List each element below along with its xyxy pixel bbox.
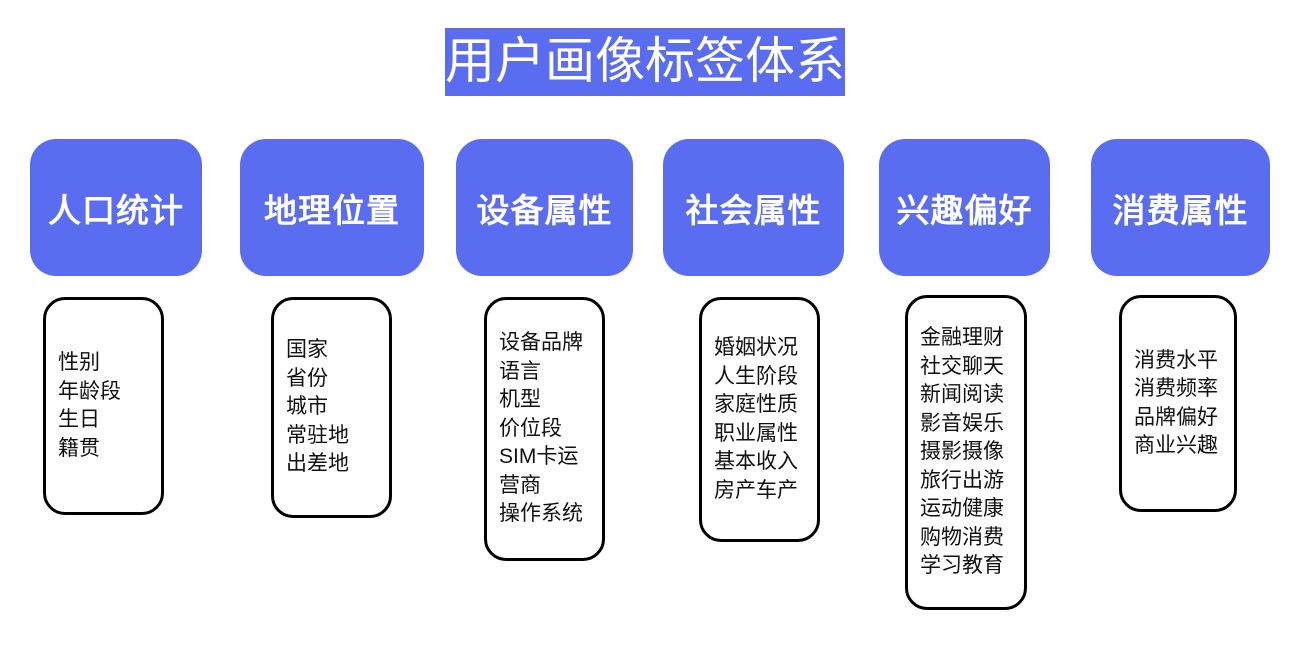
list-item: 价位段 <box>499 416 562 440</box>
list-item: 购物消费 <box>920 525 1004 549</box>
list-item: 省份 <box>286 366 328 390</box>
list-item: 操作系统 <box>499 502 583 526</box>
list-item: 摄影摄像 <box>920 440 1004 464</box>
list-item: 人生阶段 <box>714 364 798 388</box>
category-header: 地理位置 <box>240 139 424 276</box>
category-items-box: 性别年龄段生日籍贯 <box>43 297 164 515</box>
list-item: 国家 <box>286 338 328 362</box>
list-item: 常驻地 <box>286 423 349 447</box>
category-items-box: 婚姻状况人生阶段家庭性质职业属性基本收入房产车产 <box>699 297 820 542</box>
list-item: 新闻阅读 <box>920 383 1004 407</box>
list-item: 社交聊天 <box>920 354 1004 378</box>
list-item: SIM卡运营商 <box>499 445 579 497</box>
list-item: 商业兴趣 <box>1134 434 1218 457</box>
list-item: 金融理财 <box>920 326 1004 350</box>
list-item: 基本收入 <box>714 450 798 473</box>
category-header: 人口统计 <box>30 139 202 276</box>
list-item: 消费频率 <box>1134 377 1218 400</box>
list-item: 性别 <box>58 351 100 374</box>
category-header: 设备属性 <box>456 139 633 276</box>
list-item: 出差地 <box>286 452 349 476</box>
category-header: 消费属性 <box>1091 139 1270 276</box>
list-item: 年龄段 <box>58 379 121 403</box>
list-item: 机型 <box>499 388 541 412</box>
list-item: 语言 <box>499 359 541 383</box>
list-item: 城市 <box>286 395 328 419</box>
diagram-title: 用户画像标签体系 <box>445 28 845 96</box>
list-item: 生日 <box>58 408 100 431</box>
category-items-box: 消费水平消费频率品牌偏好商业兴趣 <box>1119 295 1237 512</box>
list-item: 品牌偏好 <box>1134 405 1218 429</box>
category-header: 兴趣偏好 <box>879 139 1050 276</box>
list-item: 婚姻状况 <box>714 336 798 359</box>
list-item: 家庭性质 <box>714 393 798 416</box>
list-item: 设备品牌 <box>499 331 583 355</box>
list-item: 籍贯 <box>58 436 100 460</box>
list-item: 消费水平 <box>1134 348 1218 372</box>
list-item: 房产车产 <box>714 478 798 502</box>
list-item: 影音娱乐 <box>920 411 1004 435</box>
list-item: 运动健康 <box>920 497 1004 521</box>
list-item: 学习教育 <box>920 554 1004 578</box>
category-items-box: 金融理财社交聊天新闻阅读影音娱乐摄影摄像旅行出游运动健康购物消费学习教育 <box>905 295 1027 610</box>
list-item: 旅行出游 <box>920 468 1004 492</box>
category-items-box: 国家省份城市常驻地出差地 <box>271 297 392 518</box>
category-items-box: 设备品牌语言机型价位段 SIM卡运营商操作系统 <box>484 297 605 561</box>
list-item: 职业属性 <box>714 421 798 445</box>
category-header: 社会属性 <box>663 139 844 276</box>
